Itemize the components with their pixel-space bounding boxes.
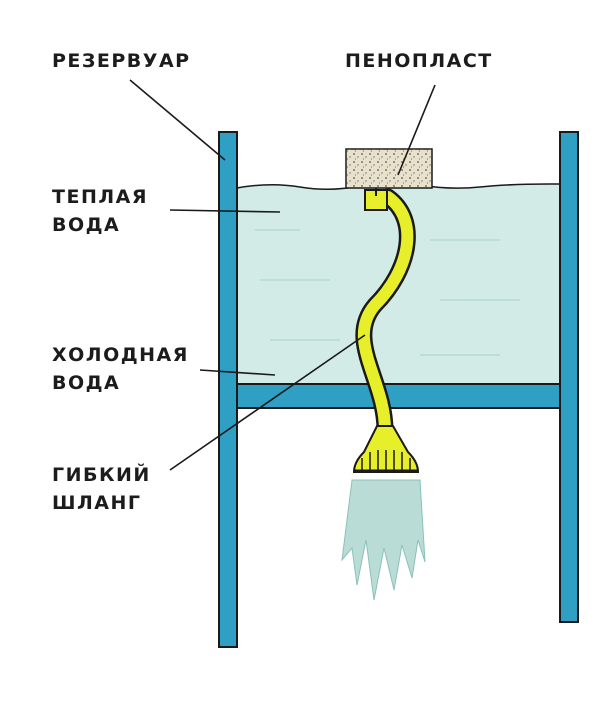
water-spray-icon <box>341 479 426 601</box>
label-reservoir: РЕЗЕРВУАР <box>52 50 191 72</box>
label-warm-water-1: ТЕПЛАЯ <box>52 186 148 208</box>
label-cold-water-1: ХОЛОДНАЯ <box>52 344 189 366</box>
leader-cold-water <box>199 369 276 376</box>
flexible-hose-icon <box>355 188 416 439</box>
label-foam: ПЕНОПЛАСТ <box>345 50 493 72</box>
leader-warm-water <box>169 209 281 213</box>
label-hose-2: ШЛАНГ <box>52 492 142 514</box>
right-wall <box>559 131 579 623</box>
label-cold-water-2: ВОДА <box>52 372 121 394</box>
label-hose-1: ГИБКИЙ <box>52 464 151 486</box>
leader-lines <box>129 79 436 471</box>
label-warm-water-2: ВОДА <box>52 214 121 236</box>
leader-hose <box>169 334 366 471</box>
water-texture <box>255 229 520 356</box>
left-wall <box>218 131 238 648</box>
shower-head-icon <box>352 425 420 473</box>
leader-foam <box>397 84 436 176</box>
tank-bottom <box>236 383 561 409</box>
reservoir-frame <box>218 131 579 648</box>
leader-reservoir <box>129 79 226 161</box>
foam-block-icon <box>345 148 433 189</box>
